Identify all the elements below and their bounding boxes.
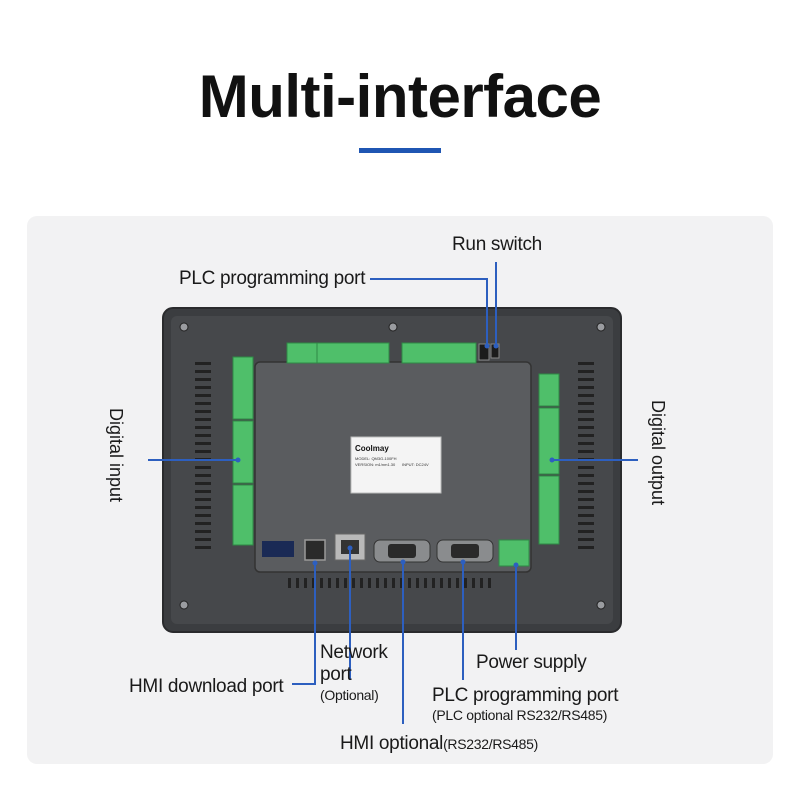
usb-b-port-icon <box>304 539 326 561</box>
run-switch-label: Run switch <box>452 234 542 255</box>
digital-input-label: Digital input <box>106 408 126 503</box>
vent-bottom <box>288 578 491 588</box>
digital-output-label: Digital output <box>648 400 668 506</box>
network-port-label-line1: Network <box>320 642 388 663</box>
screw-icons <box>179 322 606 610</box>
power-terminal-icon <box>498 539 530 567</box>
terminal-block-right <box>538 373 560 545</box>
device-label-line-1: MODEL: QM3G-100FH <box>355 456 397 461</box>
terminal-block-top <box>286 342 477 364</box>
hmi-download-port-label: HMI download port <box>129 676 284 697</box>
hmi-optional-sub: (RS232/RS485) <box>443 736 538 752</box>
device-label-line-3: INPUT: DC24V <box>402 462 429 467</box>
plc-port-small <box>478 343 490 361</box>
leader-dots <box>235 343 555 568</box>
plc-programming-port-top-label: PLC programming port <box>179 268 366 289</box>
device-sticker <box>350 436 442 494</box>
vent-right <box>578 362 594 549</box>
page-title: Multi-interface <box>198 63 602 130</box>
plc-programming-port-bottom-label: PLC programming port <box>432 685 619 706</box>
plc-programming-port-bottom-sub: (PLC optional RS232/RS485) <box>432 707 608 723</box>
device-brand: Coolmay <box>355 444 389 453</box>
terminal-block-left <box>232 356 254 546</box>
network-port-optional-label: (Optional) <box>320 687 379 703</box>
hmi-usb-area <box>262 541 294 557</box>
leader-lines <box>148 262 638 724</box>
network-port-label-line2: port <box>320 664 352 685</box>
title-underline <box>359 148 441 153</box>
power-supply-label: Power supply <box>476 652 587 673</box>
hmi-optional-main: HMI optional <box>340 733 444 754</box>
device-label-line-2: VERSION: m1/nm1.30 <box>355 462 396 467</box>
hmi-optional-label: HMI optional(RS232/RS485) <box>340 733 538 755</box>
